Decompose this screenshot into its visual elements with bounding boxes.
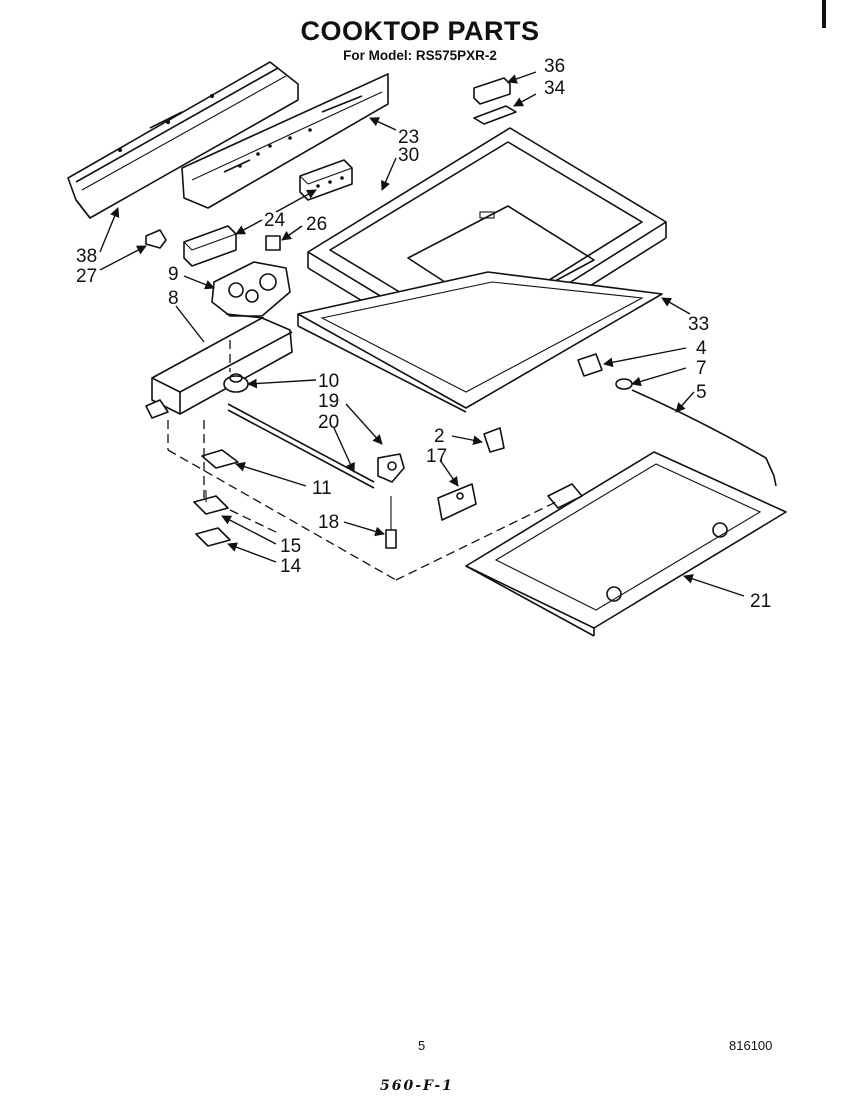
handwritten-note: 560-F-1: [380, 1078, 454, 1094]
callout-21: 21: [750, 591, 771, 612]
callout-23: 23: [398, 127, 419, 148]
part-34-bezel: [473, 105, 517, 125]
callout-2: 2: [434, 426, 445, 447]
part-7-connector: [615, 378, 633, 390]
assembly-dashed-lines: [167, 340, 561, 581]
callout-30: 30: [398, 145, 419, 166]
part-33-cooktop-glass: [297, 271, 663, 413]
part-23-control-panel: [181, 73, 389, 209]
part-11-plate: [201, 449, 239, 469]
part-17-bracket: [437, 483, 477, 521]
callout-8: 8: [168, 288, 179, 309]
callout-4: 4: [696, 338, 707, 359]
scan-edge-mark: [822, 0, 826, 28]
part-24-switch-block-left: [183, 225, 237, 267]
part-14-connector: [195, 527, 231, 547]
callout-5: 5: [696, 382, 707, 403]
part-27-bracket-clip: [145, 229, 167, 249]
callout-10: 10: [318, 371, 339, 392]
page-title: COOKTOP PARTS: [300, 16, 540, 46]
callout-14: 14: [280, 556, 302, 577]
part-9-burner-control: [211, 261, 291, 319]
part-10-knob: [223, 373, 249, 393]
document-code: 816100: [729, 1038, 773, 1053]
callout-24: 24: [264, 210, 286, 231]
part-4-igniter-switch: [577, 353, 603, 377]
callout-18: 18: [318, 512, 339, 533]
part-26-clip: [265, 235, 281, 251]
part-15-bracket: [193, 490, 229, 515]
callout-7: 7: [696, 358, 707, 379]
callout-33: 33: [688, 314, 709, 335]
leader-arrows: [99, 71, 745, 597]
callout-27: 27: [76, 266, 97, 287]
part-21-drip-tray: [465, 451, 787, 637]
callout-19: 19: [318, 391, 339, 412]
model-subtitle: For Model: RS575PXR-2: [343, 48, 497, 63]
callout-34: 34: [544, 78, 566, 99]
part-5-wire-harness: [631, 389, 777, 487]
part-38-backguard: [67, 61, 299, 219]
part-36-switch: [473, 77, 511, 105]
callout-20: 20: [318, 412, 339, 433]
callout-9: 9: [168, 264, 179, 285]
part-18-screw: [385, 496, 397, 549]
part-19-bracket: [377, 453, 405, 483]
page-number: 5: [418, 1038, 426, 1053]
callout-36: 36: [544, 56, 565, 77]
part-2-clip: [483, 427, 505, 453]
callout-11: 11: [312, 478, 332, 499]
part-8-burner-box: [145, 317, 293, 419]
callout-15: 15: [280, 536, 301, 557]
part-20-shaft: [227, 403, 375, 489]
callout-26: 26: [306, 214, 327, 235]
callout-38: 38: [76, 246, 97, 267]
callout-17: 17: [426, 446, 447, 467]
